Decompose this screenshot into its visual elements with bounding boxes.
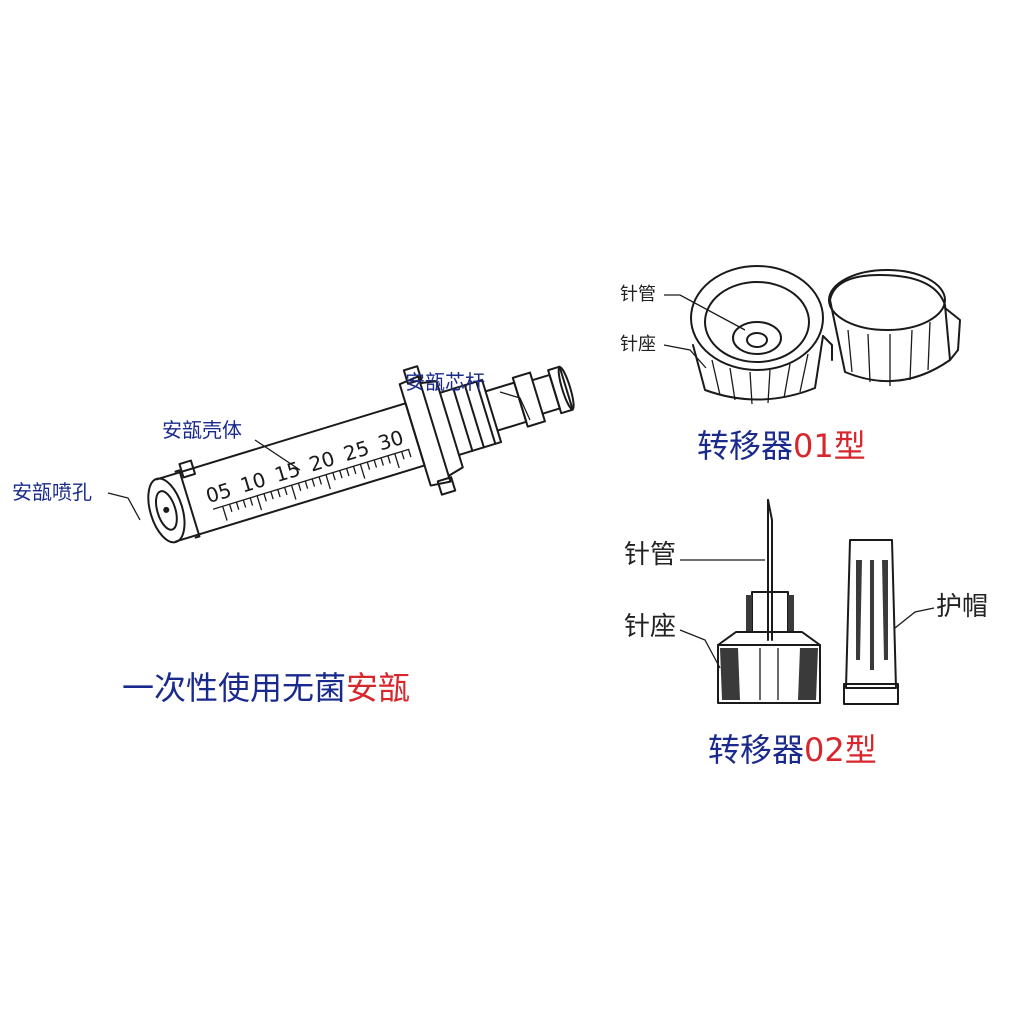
scale-major-tick	[325, 474, 331, 490]
label-t02-cap: 护帽	[936, 592, 989, 622]
scale-minor-tick	[352, 466, 357, 475]
scale-major-tick	[290, 485, 297, 500]
scale-minor-tick	[380, 457, 384, 466]
caption-ampoule: 一次性使用无菌安瓿	[122, 672, 410, 704]
scale-minor-tick	[407, 449, 412, 458]
label-ampoule-nozzle: 安瓿喷孔	[12, 480, 92, 504]
leader-body	[254, 439, 301, 471]
label-t02-needle-hub: 针座	[624, 612, 677, 642]
caption-transfer01: 转移器01型	[697, 430, 866, 462]
scale-minor-tick	[297, 482, 302, 491]
caption-transfer02: 转移器02型	[708, 734, 877, 766]
leader-t01-tube	[664, 294, 746, 331]
scale-minor-tick	[345, 468, 350, 477]
scale-minor-tick	[263, 493, 267, 502]
label-t01-needle-hub: 针座	[620, 334, 656, 355]
scale-major-tick	[394, 453, 400, 469]
leader-nozzle	[107, 492, 141, 521]
transfer02-cap-illustration	[843, 539, 935, 705]
caption-ampoule-main: 一次性使用无菌	[122, 669, 347, 707]
label-t01-needle-tube: 针管	[620, 284, 656, 305]
caption-transfer02-accent: 02型	[804, 731, 877, 769]
leader-t02-hub	[679, 629, 721, 669]
scale-minor-tick	[387, 455, 391, 464]
scale-minor-tick	[235, 501, 240, 510]
transfer01-illustration	[663, 265, 961, 405]
scale-minor-tick	[366, 461, 371, 470]
leader-plunger	[499, 391, 531, 421]
scale-minor-tick	[270, 491, 274, 500]
scale-minor-tick	[249, 497, 254, 506]
scale-minor-tick	[332, 472, 336, 481]
caption-transfer02-main: 转移器	[708, 731, 805, 769]
scale-minor-tick	[242, 499, 247, 508]
scale-major-tick	[359, 463, 366, 479]
scale-minor-tick	[228, 503, 233, 513]
scale-minor-tick	[401, 451, 405, 460]
scale-major-tick	[222, 506, 228, 521]
caption-ampoule-accent: 安瓿	[346, 669, 411, 707]
transfer02-needle-illustration	[679, 499, 821, 704]
scale-minor-tick	[304, 480, 309, 489]
label-ampoule-plunger: 安瓿芯杆	[405, 370, 485, 394]
scale-major-tick	[256, 495, 263, 511]
leader-t02-cap	[894, 607, 935, 629]
scale-minor-tick	[277, 489, 281, 498]
scale-minor-tick	[318, 476, 323, 485]
caption-transfer01-accent: 01型	[793, 427, 866, 465]
leader-t01-hub	[663, 344, 707, 369]
scale-minor-tick	[373, 459, 378, 468]
scale-minor-tick	[284, 487, 288, 496]
caption-transfer01-main: 转移器	[697, 427, 794, 465]
label-t02-needle-tube: 针管	[624, 540, 677, 570]
scale-minor-tick	[339, 470, 343, 479]
scale-minor-tick	[311, 478, 316, 487]
label-ampoule-body: 安瓿壳体	[162, 418, 242, 442]
